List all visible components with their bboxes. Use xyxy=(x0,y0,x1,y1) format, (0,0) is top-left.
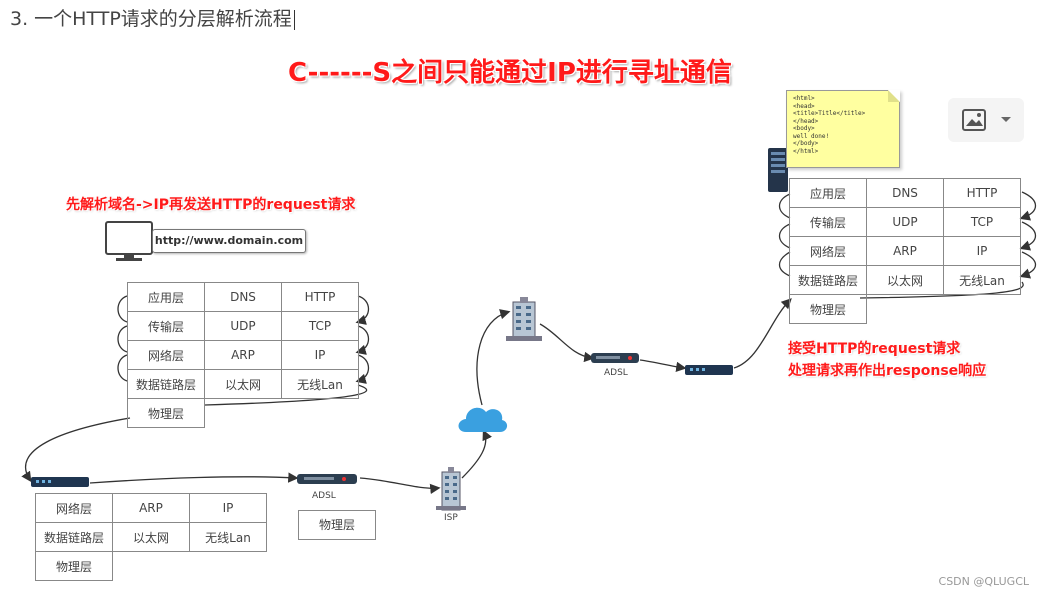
client-row-physical: 物理层 xyxy=(127,398,359,428)
server-icon xyxy=(768,148,788,192)
layer-name: 数据链路层 xyxy=(35,522,113,552)
router-row-datalink: 数据链路层 以太网 无线Lan xyxy=(35,522,267,552)
client-note: 先解析域名->IP再发送HTTP的request请求 xyxy=(66,197,356,213)
protocol-cell: 以太网 xyxy=(866,265,944,295)
protocol-cell: TCP xyxy=(943,207,1021,237)
server-note-line-2: 处理请求再作出response响应 xyxy=(788,363,987,379)
isp-label: ISP xyxy=(444,513,458,523)
layer-name: 传输层 xyxy=(789,207,867,237)
protocol-cell: DNS xyxy=(866,178,944,208)
building-icon xyxy=(506,297,542,341)
server-stack-table: 应用层 DNS HTTP 传输层 UDP TCP 网络层 ARP IP 数据链路… xyxy=(789,178,1021,324)
layer-name: 物理层 xyxy=(789,294,867,324)
adsl-label: ADSL xyxy=(312,491,336,501)
client-stack-table: 应用层 DNS HTTP 传输层 UDP TCP 网络层 ARP IP 数据链路… xyxy=(127,282,359,428)
layer-name: 网络层 xyxy=(35,493,113,523)
client-row-transport: 传输层 UDP TCP xyxy=(127,311,359,341)
server-row-physical: 物理层 xyxy=(789,294,1021,324)
layer-name: 网络层 xyxy=(127,340,205,370)
layer-name: 网络层 xyxy=(789,236,867,266)
protocol-cell: UDP xyxy=(866,207,944,237)
server-note-line-1: 接受HTTP的request请求 xyxy=(788,341,961,357)
layer-name: 数据链路层 xyxy=(789,265,867,295)
protocol-cell: HTTP xyxy=(943,178,1021,208)
router-icon xyxy=(31,477,89,487)
protocol-cell: TCP xyxy=(281,311,359,341)
protocol-cell: HTTP xyxy=(281,282,359,312)
router-row-physical: 物理层 xyxy=(35,551,267,581)
protocol-cell: 无线Lan xyxy=(943,265,1021,295)
protocol-cell: UDP xyxy=(204,311,282,341)
building-icon xyxy=(436,467,466,511)
server-row-network: 网络层 ARP IP xyxy=(789,236,1021,266)
heading-text: 3. 一个HTTP请求的分层解析流程 xyxy=(10,8,292,30)
text-cursor xyxy=(293,9,295,30)
protocol-cell: IP xyxy=(281,340,359,370)
modem-icon xyxy=(297,474,357,484)
router-icon xyxy=(685,365,733,375)
protocol-cell: DNS xyxy=(204,282,282,312)
router-row-network: 网络层 ARP IP xyxy=(35,493,267,523)
page-heading: 3. 一个HTTP请求的分层解析流程 xyxy=(10,4,295,31)
protocol-cell: 以太网 xyxy=(204,369,282,399)
server-row-transport: 传输层 UDP TCP xyxy=(789,207,1021,237)
url-box: http://www.domain.com xyxy=(152,229,306,253)
watermark: CSDN @QLUGCL xyxy=(938,575,1029,588)
cloud-icon xyxy=(458,407,508,432)
chevron-down-icon xyxy=(1001,117,1011,122)
client-row-datalink: 数据链路层 以太网 无线Lan xyxy=(127,369,359,399)
protocol-cell: ARP xyxy=(204,340,282,370)
layer-name: 传输层 xyxy=(127,311,205,341)
protocol-cell: IP xyxy=(189,493,267,523)
html-note: <html> <head> <title>Title</title> </hea… xyxy=(786,90,900,168)
protocol-cell: ARP xyxy=(112,493,190,523)
protocol-cell: 无线Lan xyxy=(189,522,267,552)
layer-name: 数据链路层 xyxy=(127,369,205,399)
client-row-network: 网络层 ARP IP xyxy=(127,340,359,370)
protocol-cell: 以太网 xyxy=(112,522,190,552)
monitor-icon xyxy=(105,221,153,261)
layer-name: 物理层 xyxy=(35,551,113,581)
server-row-datalink: 数据链路层 以太网 无线Lan xyxy=(789,265,1021,295)
server-row-application: 应用层 DNS HTTP xyxy=(789,178,1021,208)
protocol-cell: 无线Lan xyxy=(281,369,359,399)
client-row-application: 应用层 DNS HTTP xyxy=(127,282,359,312)
layer-name: 应用层 xyxy=(127,282,205,312)
main-title: C------S之间只能通过IP进行寻址通信 xyxy=(288,58,732,88)
router-stack-table: 网络层 ARP IP 数据链路层 以太网 无线Lan 物理层 xyxy=(35,493,267,581)
html-note-text: <html> <head> <title>Title</title> </hea… xyxy=(793,95,866,155)
image-menu-button[interactable] xyxy=(948,98,1024,142)
layer-name: 应用层 xyxy=(789,178,867,208)
protocol-cell: ARP xyxy=(866,236,944,266)
adsl-physical-layer: 物理层 xyxy=(298,510,376,540)
adsl-label-2: ADSL xyxy=(604,368,628,378)
image-icon xyxy=(962,109,986,131)
protocol-cell: IP xyxy=(943,236,1021,266)
layer-name: 物理层 xyxy=(127,398,205,428)
modem-icon xyxy=(591,353,639,363)
